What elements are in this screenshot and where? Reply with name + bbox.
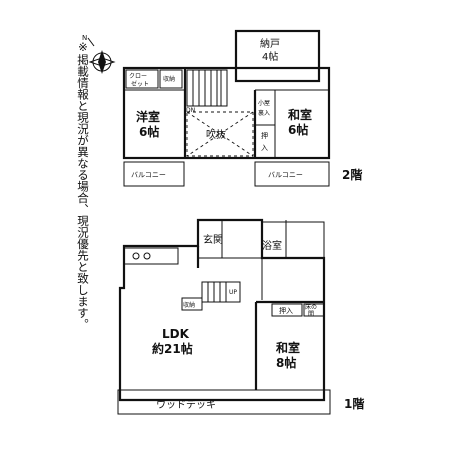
wood-deck-label: ウッドデッキ — [156, 398, 216, 411]
oshiire-1f-label: 押入 — [279, 306, 293, 315]
oshiire-2f-label-2: 入 — [261, 144, 268, 152]
attic-entry-label-2: 裏入 — [258, 109, 270, 117]
compass-icon: N — [82, 34, 116, 74]
balcony-left-label: バルコニー — [131, 171, 166, 179]
washitsu-1f-label: 和室 — [275, 340, 300, 355]
stairs-1f — [201, 281, 241, 303]
closet — [125, 69, 159, 89]
attic-entry-label-1: 小屋 — [258, 99, 270, 107]
first-floor-label: 1階 — [344, 396, 364, 411]
washitsu-2f-label: 和室 — [287, 107, 312, 122]
ldk-size: 約21帖 — [152, 341, 193, 356]
room-storage — [234, 29, 321, 83]
second-floor-plan — [122, 29, 331, 187]
kitchen-counter — [123, 247, 179, 265]
storage-size: 4帖 — [262, 50, 278, 63]
bath-room — [261, 221, 325, 259]
oshiire-1f — [271, 303, 303, 317]
void-label: 吹抜 — [206, 128, 226, 141]
wood-deck — [117, 389, 331, 415]
balcony-right-label: バルコニー — [268, 171, 303, 179]
closet-label-2: ゼット — [131, 80, 149, 88]
second-floor-outline — [122, 66, 331, 160]
western-room-label: 洋室 — [136, 109, 160, 124]
storage-label: 納戸 — [260, 37, 280, 50]
washitsu-1f-size: 8帖 — [276, 355, 296, 370]
bath-label: 浴室 — [262, 239, 282, 252]
tokonoma-label-1: 床の — [305, 303, 317, 311]
void-area — [186, 111, 254, 157]
balcony-left — [123, 161, 185, 187]
shuno-2f — [159, 69, 183, 89]
compass-north-label: N — [82, 34, 87, 42]
ldk-label: LDK — [162, 327, 190, 341]
western-room-size: 6帖 — [139, 124, 159, 139]
dn-label: DN — [186, 107, 195, 114]
closet-label-1: クロー — [129, 73, 147, 80]
first-floor-plan — [117, 218, 331, 415]
shuno-1f-label: 収納 — [183, 301, 195, 309]
washitsu-2f-size: 6帖 — [288, 122, 308, 137]
shuno-1f — [181, 297, 203, 311]
shuno-2f-label: 収納 — [163, 75, 175, 83]
balcony-right — [254, 161, 330, 187]
tokonoma-label-2: 間 — [308, 311, 314, 318]
oshiire-2f-label-1: 押 — [261, 131, 268, 140]
stairs-2f — [186, 69, 228, 107]
disclaimer-note: ※掲載情報と現況が異なる場合、現況優先と致します。 — [76, 40, 90, 330]
entrance-label: 玄関 — [203, 233, 223, 246]
tokonoma — [303, 303, 325, 317]
second-floor-label: 2階 — [342, 167, 362, 182]
up-label: UP — [229, 289, 237, 296]
